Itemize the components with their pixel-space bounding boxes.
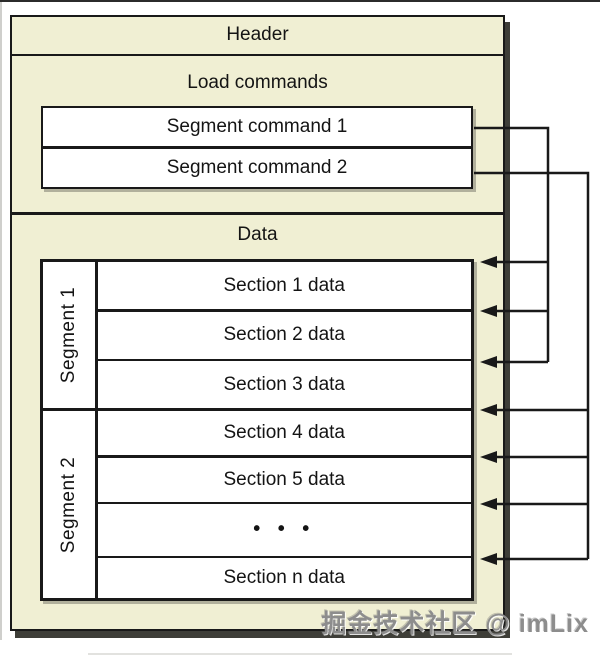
segment-2-label: Segment 2	[43, 411, 95, 598]
segment-command-1: Segment command 1	[166, 116, 348, 138]
data-section-divider	[12, 212, 503, 215]
left-edge-line	[0, 2, 2, 640]
command-divider	[43, 146, 471, 149]
row-divider	[97, 555, 471, 559]
section-1-data-row: Section 1 data	[223, 274, 345, 296]
bottom-edge-line	[88, 653, 512, 655]
row-divider	[97, 455, 471, 458]
load-commands-title: Load commands	[187, 72, 328, 93]
data-table: Segment 1 Section 1 data Section 2 data …	[40, 259, 474, 601]
section-2-data-row: Section 2 data	[223, 324, 345, 345]
macho-file-box: Header Load commands Segment command 1 S…	[10, 15, 505, 631]
top-edge-line	[0, 0, 600, 2]
segment-2-group: Segment 2 Section 4 data Section 5 data …	[43, 411, 471, 598]
row-divider	[97, 358, 471, 361]
segment-1-sections: Section 1 data Section 2 data Section 3 …	[97, 262, 471, 408]
segment-command-2: Segment command 2	[166, 156, 348, 178]
segment-1-label: Segment 1	[43, 262, 95, 408]
data-title: Data	[237, 224, 278, 245]
label-column-divider	[95, 262, 98, 408]
section-4-data-row: Section 4 data	[223, 422, 345, 443]
row-divider	[97, 309, 471, 312]
segment-commands-box: Segment command 1 Segment command 2	[41, 106, 473, 189]
section-5-data-row: Section 5 data	[223, 468, 345, 490]
section-3-data-row: Section 3 data	[223, 373, 345, 395]
segment-2-sections: Section 4 data Section 5 data • • • Sect…	[97, 411, 471, 598]
row-divider	[97, 501, 471, 504]
ellipsis-row: • • •	[253, 518, 316, 541]
segment-groups-divider	[43, 408, 471, 411]
header-band-label: Header	[226, 24, 289, 45]
header-divider	[12, 53, 503, 56]
label-column-divider	[95, 411, 98, 598]
section-n-data-row: Section n data	[223, 567, 345, 589]
segment-1-group: Segment 1 Section 1 data Section 2 data …	[43, 262, 471, 408]
watermark-text: 掘金技术社区 @ imLix	[321, 610, 589, 638]
